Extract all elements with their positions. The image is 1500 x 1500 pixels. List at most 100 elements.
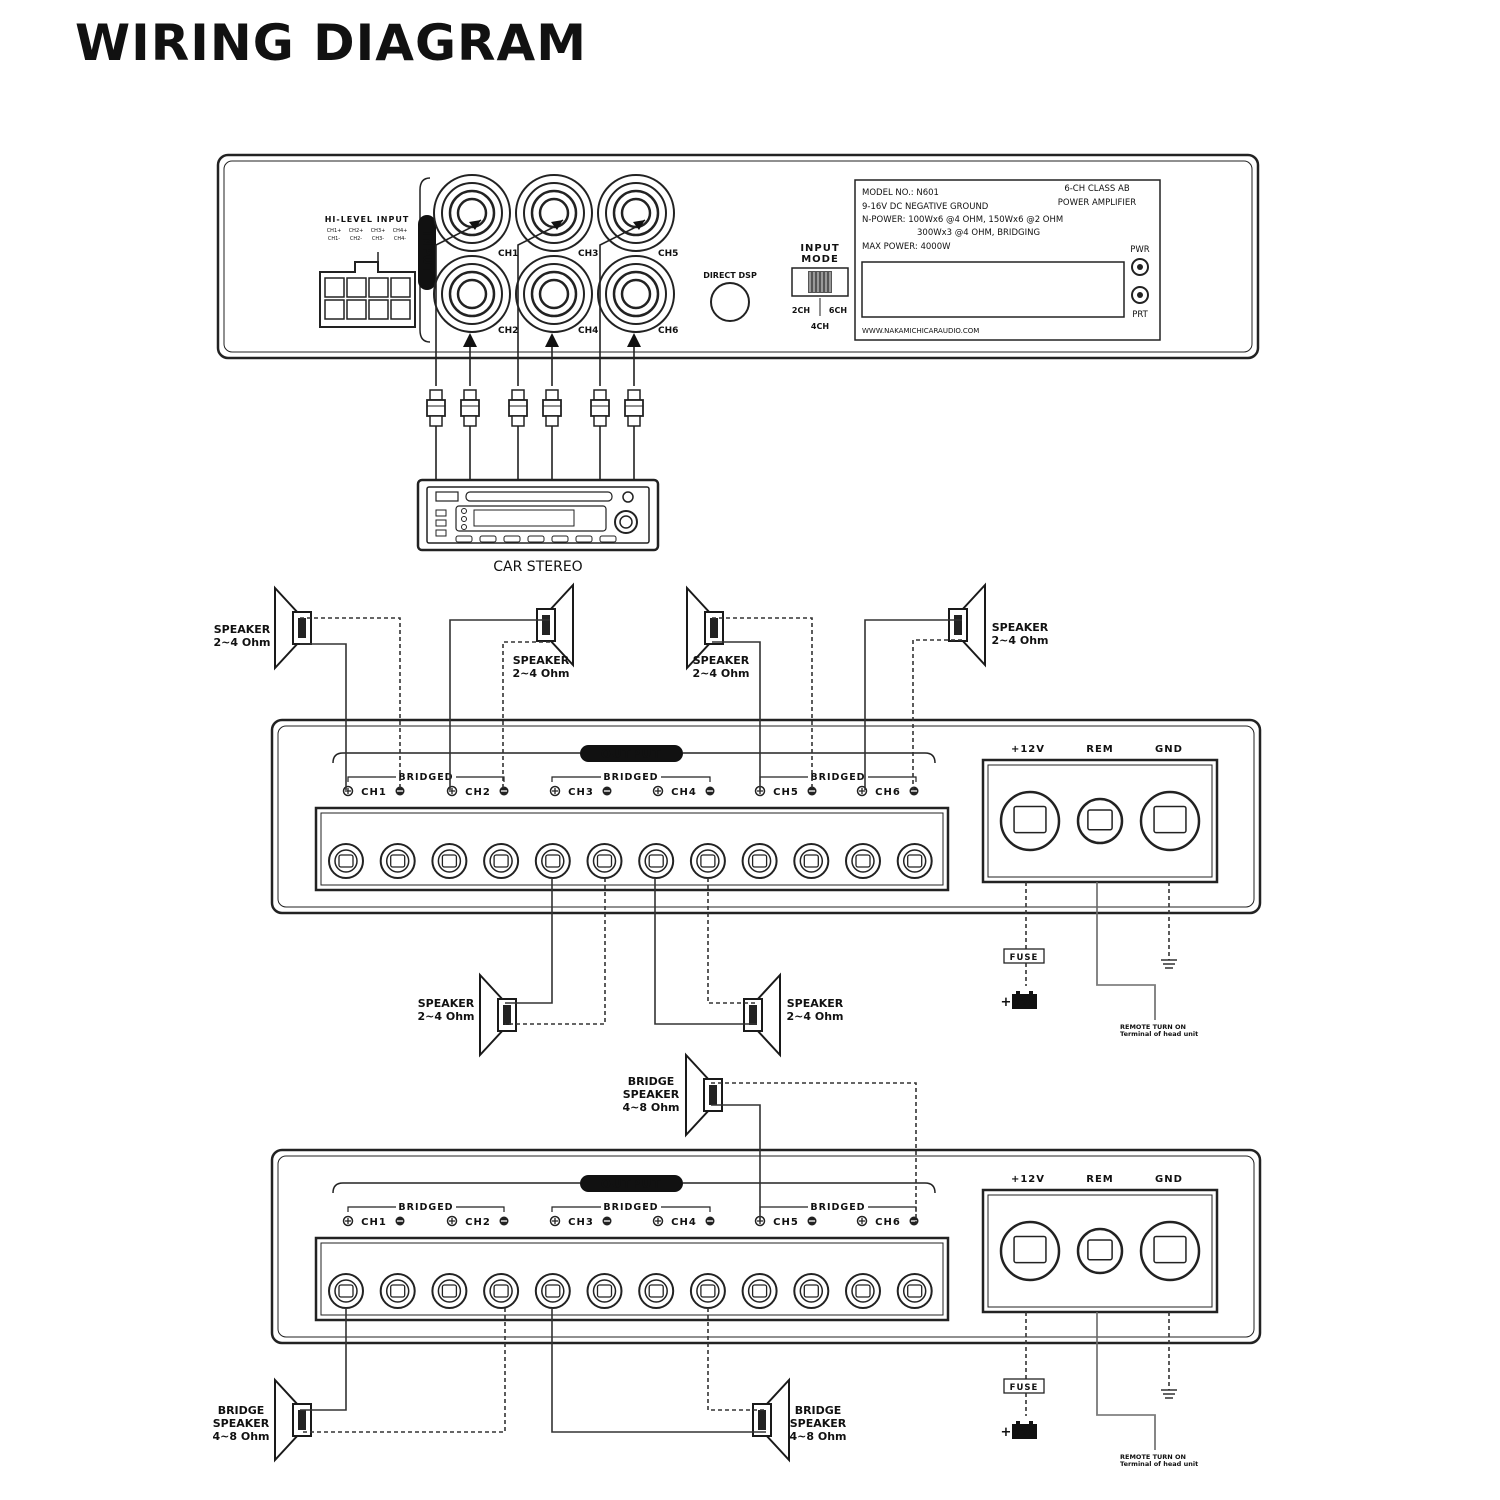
- rca-channel-label: CH5: [658, 249, 678, 259]
- bridged-bracket: [551, 776, 711, 782]
- remote-label: REMOTE TURN ON: [1120, 1453, 1186, 1461]
- class-text: POWER AMPLIFIER: [1058, 198, 1136, 208]
- wire-arrow: [469, 220, 481, 230]
- terminal-slot: [596, 854, 613, 868]
- wire-positive: [449, 619, 550, 790]
- plug-body: [508, 399, 528, 417]
- direct-dsp-port: [710, 282, 750, 322]
- mode-option: 6CH: [829, 306, 847, 315]
- power-label: REM: [1086, 744, 1113, 755]
- hi-level-pin-label: CH1-: [328, 236, 340, 242]
- stereo-dot: [461, 516, 467, 522]
- rca-pin: [620, 278, 652, 310]
- plus-sign: [552, 788, 558, 794]
- power-terminal-slot: [1013, 805, 1047, 834]
- wire-positive: [300, 643, 347, 790]
- terminal-block: [314, 1236, 950, 1322]
- channel-label: CH2: [465, 1217, 491, 1228]
- speaker-icon: [536, 582, 574, 668]
- terminal-slot: [855, 1284, 871, 1298]
- speaker-core: [298, 1410, 306, 1430]
- terminal-slot: [803, 1284, 819, 1298]
- bridged-label: BRIDGED: [810, 772, 865, 783]
- channel-label: CH6: [875, 1217, 901, 1228]
- bridged-label: BRIDGED: [603, 772, 658, 783]
- terminal-slot: [596, 1284, 613, 1298]
- terminal-slot: [751, 1284, 768, 1298]
- rca-cables: [426, 219, 646, 480]
- bridged-bracket: [551, 1206, 711, 1212]
- stereo-dot: [461, 508, 467, 514]
- terminal-block-inner: [320, 1242, 944, 1316]
- terminal-slot: [338, 854, 354, 868]
- wire-positive: [551, 1308, 766, 1433]
- rca-pin: [538, 278, 570, 310]
- speaker-label: SPEAKER: [992, 621, 1049, 634]
- plug-body: [542, 399, 562, 417]
- rca-jack: [433, 174, 511, 252]
- speaker-core: [542, 615, 550, 635]
- output-panel-inner: [277, 1155, 1255, 1338]
- power-label: GND: [1155, 1174, 1183, 1185]
- wire-negative: [707, 878, 757, 1004]
- power-terminal-slot: [1087, 809, 1113, 831]
- power-label: REM: [1086, 1174, 1113, 1185]
- terminal-slot: [803, 854, 819, 868]
- prt-label: PRT: [1132, 310, 1148, 320]
- plug-tip: [627, 389, 641, 401]
- speaker-core: [298, 618, 306, 638]
- speaker-icon: [752, 1377, 790, 1463]
- fuse-label: FUSE: [1010, 953, 1039, 963]
- plug-tail: [545, 415, 559, 427]
- spec-line: 9-16V DC NEGATIVE GROUND: [862, 202, 989, 212]
- plug-tail: [593, 415, 607, 427]
- output-label: OUTPUT: [601, 1177, 662, 1191]
- speaker-label: 2~4 Ohm: [787, 1010, 844, 1023]
- rca-jack: [597, 255, 675, 333]
- wire-remote: [1096, 1312, 1156, 1450]
- plus-sign: [449, 1218, 455, 1224]
- battery-plus: +: [1001, 995, 1012, 1010]
- hi-level-pin-label: CH3+: [371, 228, 386, 234]
- stereo-preset: [551, 535, 569, 543]
- terminal-slot: [390, 1284, 406, 1298]
- pwr-led-dot: [1137, 264, 1143, 270]
- stereo-button: [435, 509, 447, 517]
- terminal-slot: [907, 1284, 923, 1298]
- wire-positive: [712, 641, 761, 790]
- hi-level-pin-label: CH2-: [350, 236, 362, 242]
- speaker-icon: [479, 972, 517, 1058]
- terminal-slot: [648, 1284, 664, 1298]
- terminal-slot: [751, 854, 768, 868]
- hi-level-pin-label: CH1+: [327, 228, 342, 234]
- power-terminal-slot: [1153, 805, 1187, 834]
- output-tab: [580, 745, 683, 762]
- speaker-label: 2~4 Ohm: [418, 1010, 475, 1023]
- speaker-core: [709, 1085, 717, 1105]
- bridged-label: BRIDGED: [398, 1202, 453, 1213]
- plug-tail: [429, 415, 443, 427]
- plus-sign: [655, 788, 661, 794]
- terminal-slot: [338, 1284, 354, 1298]
- remote-label: Terminal of head unit: [1120, 1030, 1198, 1038]
- speaker-icon: [743, 972, 781, 1058]
- hi-level-pin-label: CH4+: [393, 228, 408, 234]
- hi-level-pin-label: CH3-: [372, 236, 384, 242]
- website-text: WWW.NAKAMICHICARAUDIO.COM: [862, 327, 979, 335]
- plug-tip: [593, 389, 607, 401]
- stereo-preset: [599, 535, 617, 543]
- speaker-icon: [274, 1377, 312, 1463]
- channel-label: CH5: [773, 787, 799, 798]
- plug-body: [624, 399, 644, 417]
- power-block-inner: [987, 1194, 1213, 1308]
- stereo-preset: [527, 535, 545, 543]
- terminal-slot: [545, 854, 561, 868]
- input-mode-label: MODE: [801, 254, 839, 265]
- plug-body: [590, 399, 610, 417]
- wire-negative: [502, 641, 550, 790]
- wire-negative: [300, 617, 401, 790]
- connector-pin: [368, 299, 389, 320]
- output-tab: [580, 1175, 683, 1192]
